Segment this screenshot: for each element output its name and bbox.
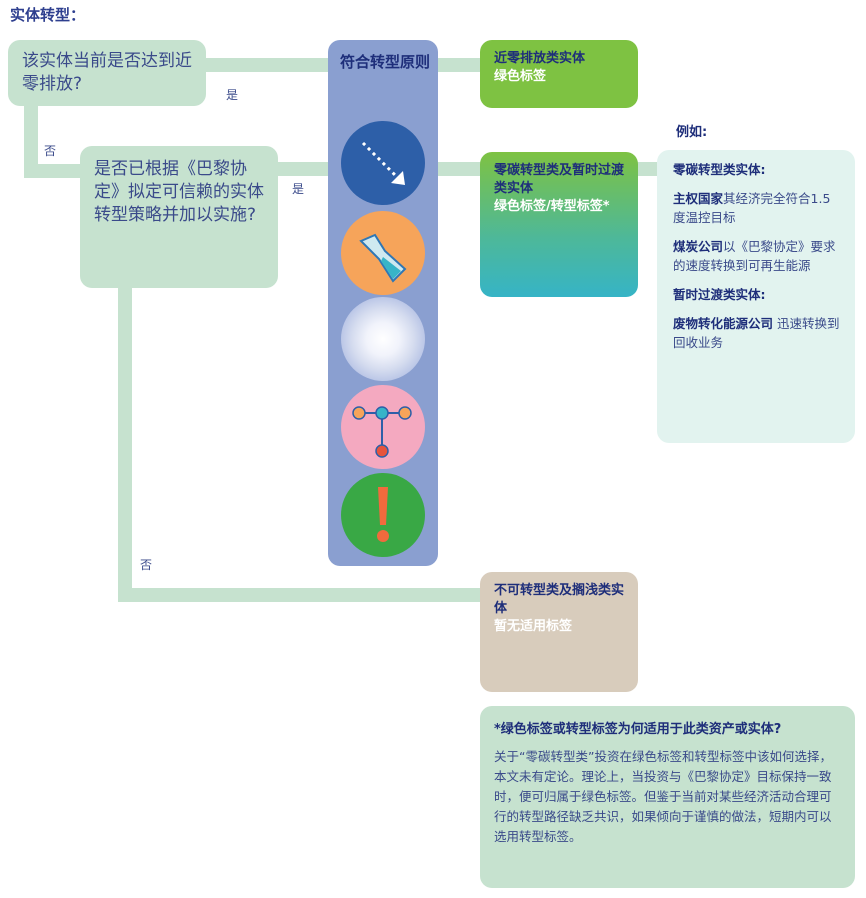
footnote-title: *绿色标签或转型标签为何适用于此类资产或实体? [494, 722, 782, 737]
connector-column-to-nearzero [436, 58, 484, 72]
question-transition-strategy: 是否已根据《巴黎协定》拟定可信赖的实体转型策略并加以实施? [80, 146, 278, 288]
outcome-zero-carbon-title: 零碳转型类及暂时过渡类实体 [494, 163, 625, 196]
label-no-2: 否 [140, 558, 153, 572]
outcome-stranded: 不可转型类及搁浅类实体 暂无适用标签 [480, 572, 638, 692]
example-sovereign: 主权国家其经济完全符合1.5度温控目标 [673, 189, 841, 227]
outcome-stranded-title: 不可转型类及搁浅类实体 [494, 583, 625, 616]
examples-heading: 例如: [676, 125, 708, 140]
connector-column-to-zerocarbon [436, 162, 484, 176]
page-title: 实体转型： [10, 6, 86, 24]
connector-q1-to-column [200, 58, 332, 72]
outcome-near-zero: 近零排放类实体 绿色标签 [480, 40, 638, 108]
connector-q1-to-q2 [24, 164, 86, 178]
question-near-zero: 该实体当前是否达到近零排放? [8, 40, 206, 106]
arrow-icon [341, 121, 425, 205]
outcome-near-zero-tag: 绿色标签 [494, 69, 547, 84]
example-waste-bold: 废物转化能源公司 [673, 316, 774, 331]
flask-icon [341, 211, 425, 295]
example-sovereign-bold: 主权国家 [673, 191, 724, 206]
connector-q2-down [118, 286, 132, 602]
examples-transitional-head: 暂时过渡类实体: [673, 287, 766, 302]
example-waste-text: 迅速转换到回收业务 [673, 316, 840, 350]
example-coal: 煤炭公司以《巴黎协定》要求的速度转换到可再生能源 [673, 237, 841, 275]
column-title: 符合转型原则 [340, 53, 431, 71]
example-coal-bold: 煤炭公司 [673, 239, 724, 254]
label-no-1: 否 [44, 144, 57, 158]
glow-icon [341, 297, 425, 381]
example-coal-text: 以《巴黎协定》要求的速度转换到可再生能源 [673, 239, 836, 273]
question-near-zero-text: 该实体当前是否达到近零排放? [22, 51, 192, 94]
connector-to-stranded [118, 588, 484, 602]
connector-zerocarbon-to-examples [636, 162, 660, 176]
outcome-stranded-tag: 暂无适用标签 [494, 619, 573, 634]
footnote-box: *绿色标签或转型标签为何适用于此类资产或实体? 关于“零碳转型类”投资在绿色标签… [480, 706, 855, 888]
exclamation-icon [341, 473, 425, 557]
network-icon [341, 385, 425, 469]
label-yes-1: 是 [226, 88, 239, 102]
footnote-body: 关于“零碳转型类”投资在绿色标签和转型标签中该如何选择，本文未有定论。理论上，当… [494, 749, 832, 844]
connector-q2-to-column [272, 162, 332, 176]
outcome-near-zero-title: 近零排放类实体 [494, 51, 586, 66]
connector-q1-down [24, 100, 38, 178]
example-waste: 废物转化能源公司 迅速转换到回收业务 [673, 314, 841, 352]
label-yes-2: 是 [292, 182, 305, 196]
outcome-zero-carbon: 零碳转型类及暂时过渡类实体 绿色标签/转型标签* [480, 152, 638, 297]
examples-zero-carbon-head: 零碳转型类实体: [673, 162, 766, 177]
outcome-zero-carbon-tag: 绿色标签/转型标签* [494, 199, 610, 214]
example-sovereign-text: 其经济完全符合1.5度温控目标 [673, 191, 831, 225]
question-transition-strategy-text: 是否已根据《巴黎协定》拟定可信赖的实体转型策略并加以实施? [94, 159, 264, 225]
examples-box: 零碳转型类实体: 主权国家其经济完全符合1.5度温控目标 煤炭公司以《巴黎协定》… [657, 150, 855, 443]
